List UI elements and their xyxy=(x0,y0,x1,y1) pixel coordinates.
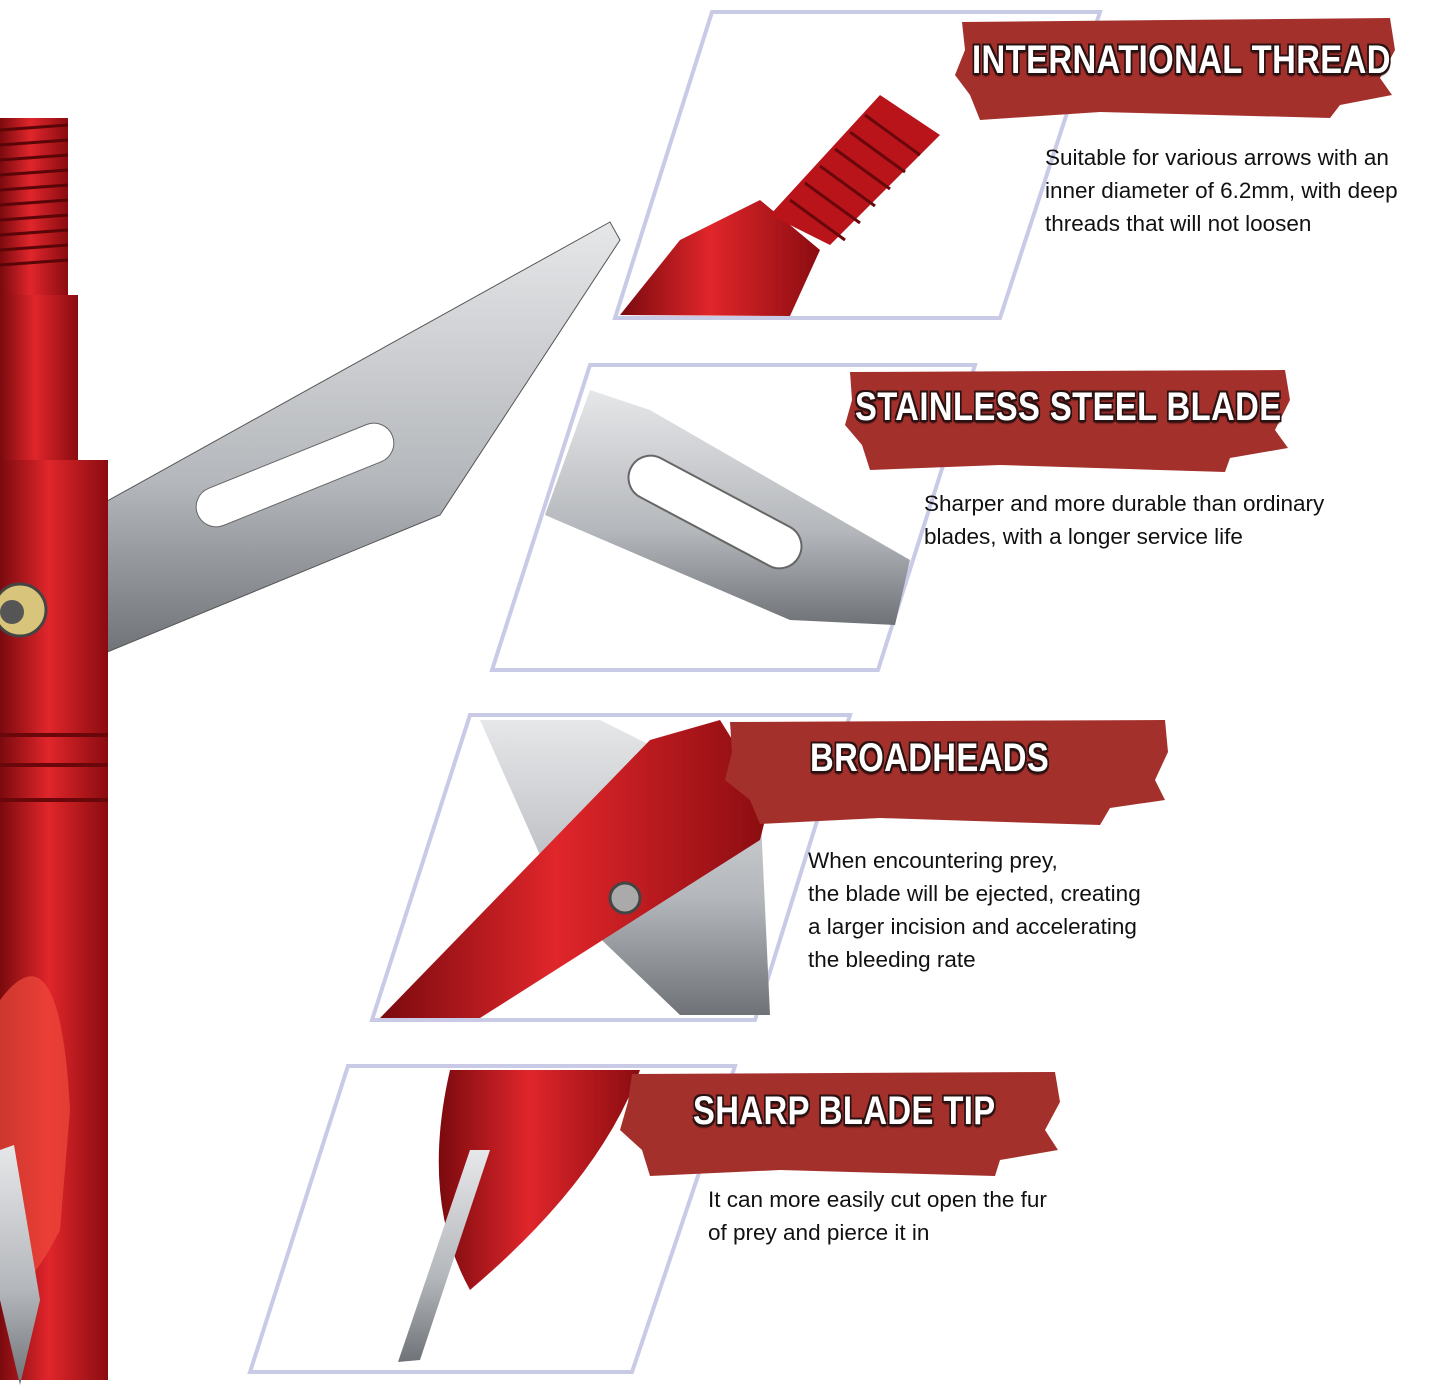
desc-line: a larger incision and accelerating xyxy=(808,914,1137,939)
blade-closeup-image xyxy=(545,390,910,625)
title-brush-strokes xyxy=(620,18,1395,1176)
desc-line: of prey and pierce it in xyxy=(708,1220,930,1245)
broadhead-main-image xyxy=(0,118,621,1385)
desc-line: blades, with a longer service life xyxy=(924,524,1243,549)
feature-desc-blade: Sharper and more durable than ordinary b… xyxy=(924,487,1324,553)
desc-line: When encountering prey, xyxy=(808,848,1058,873)
desc-line: Sharper and more durable than ordinary xyxy=(924,491,1325,516)
desc-line: It can more easily cut open the fur xyxy=(708,1187,1047,1212)
feature-desc-tip: It can more easily cut open the fur of p… xyxy=(708,1183,1047,1249)
feature-desc-broadheads: When encountering prey, the blade will b… xyxy=(808,844,1141,976)
desc-line: inner diameter of 6.2mm, with deep xyxy=(1045,178,1398,203)
desc-line: the blade will be ejected, creating xyxy=(808,881,1141,906)
blade-tip-image xyxy=(398,1070,640,1362)
feature-title-blade: STAINLESS STEEL BLADE xyxy=(855,385,1282,429)
desc-line: threads that will not loosen xyxy=(1045,211,1312,236)
thread-image xyxy=(620,95,940,316)
desc-line: Suitable for various arrows with an xyxy=(1045,145,1389,170)
feature-title-thread: INTERNATIONAL THREAD xyxy=(972,38,1391,82)
desc-line: the bleeding rate xyxy=(808,947,976,972)
feature-title-broadheads: BROADHEADS xyxy=(810,736,1050,780)
broadhead-closeup-image xyxy=(380,720,770,1018)
feature-desc-thread: Suitable for various arrows with an inne… xyxy=(1045,141,1398,240)
feature-title-tip: SHARP BLADE TIP xyxy=(693,1089,996,1133)
